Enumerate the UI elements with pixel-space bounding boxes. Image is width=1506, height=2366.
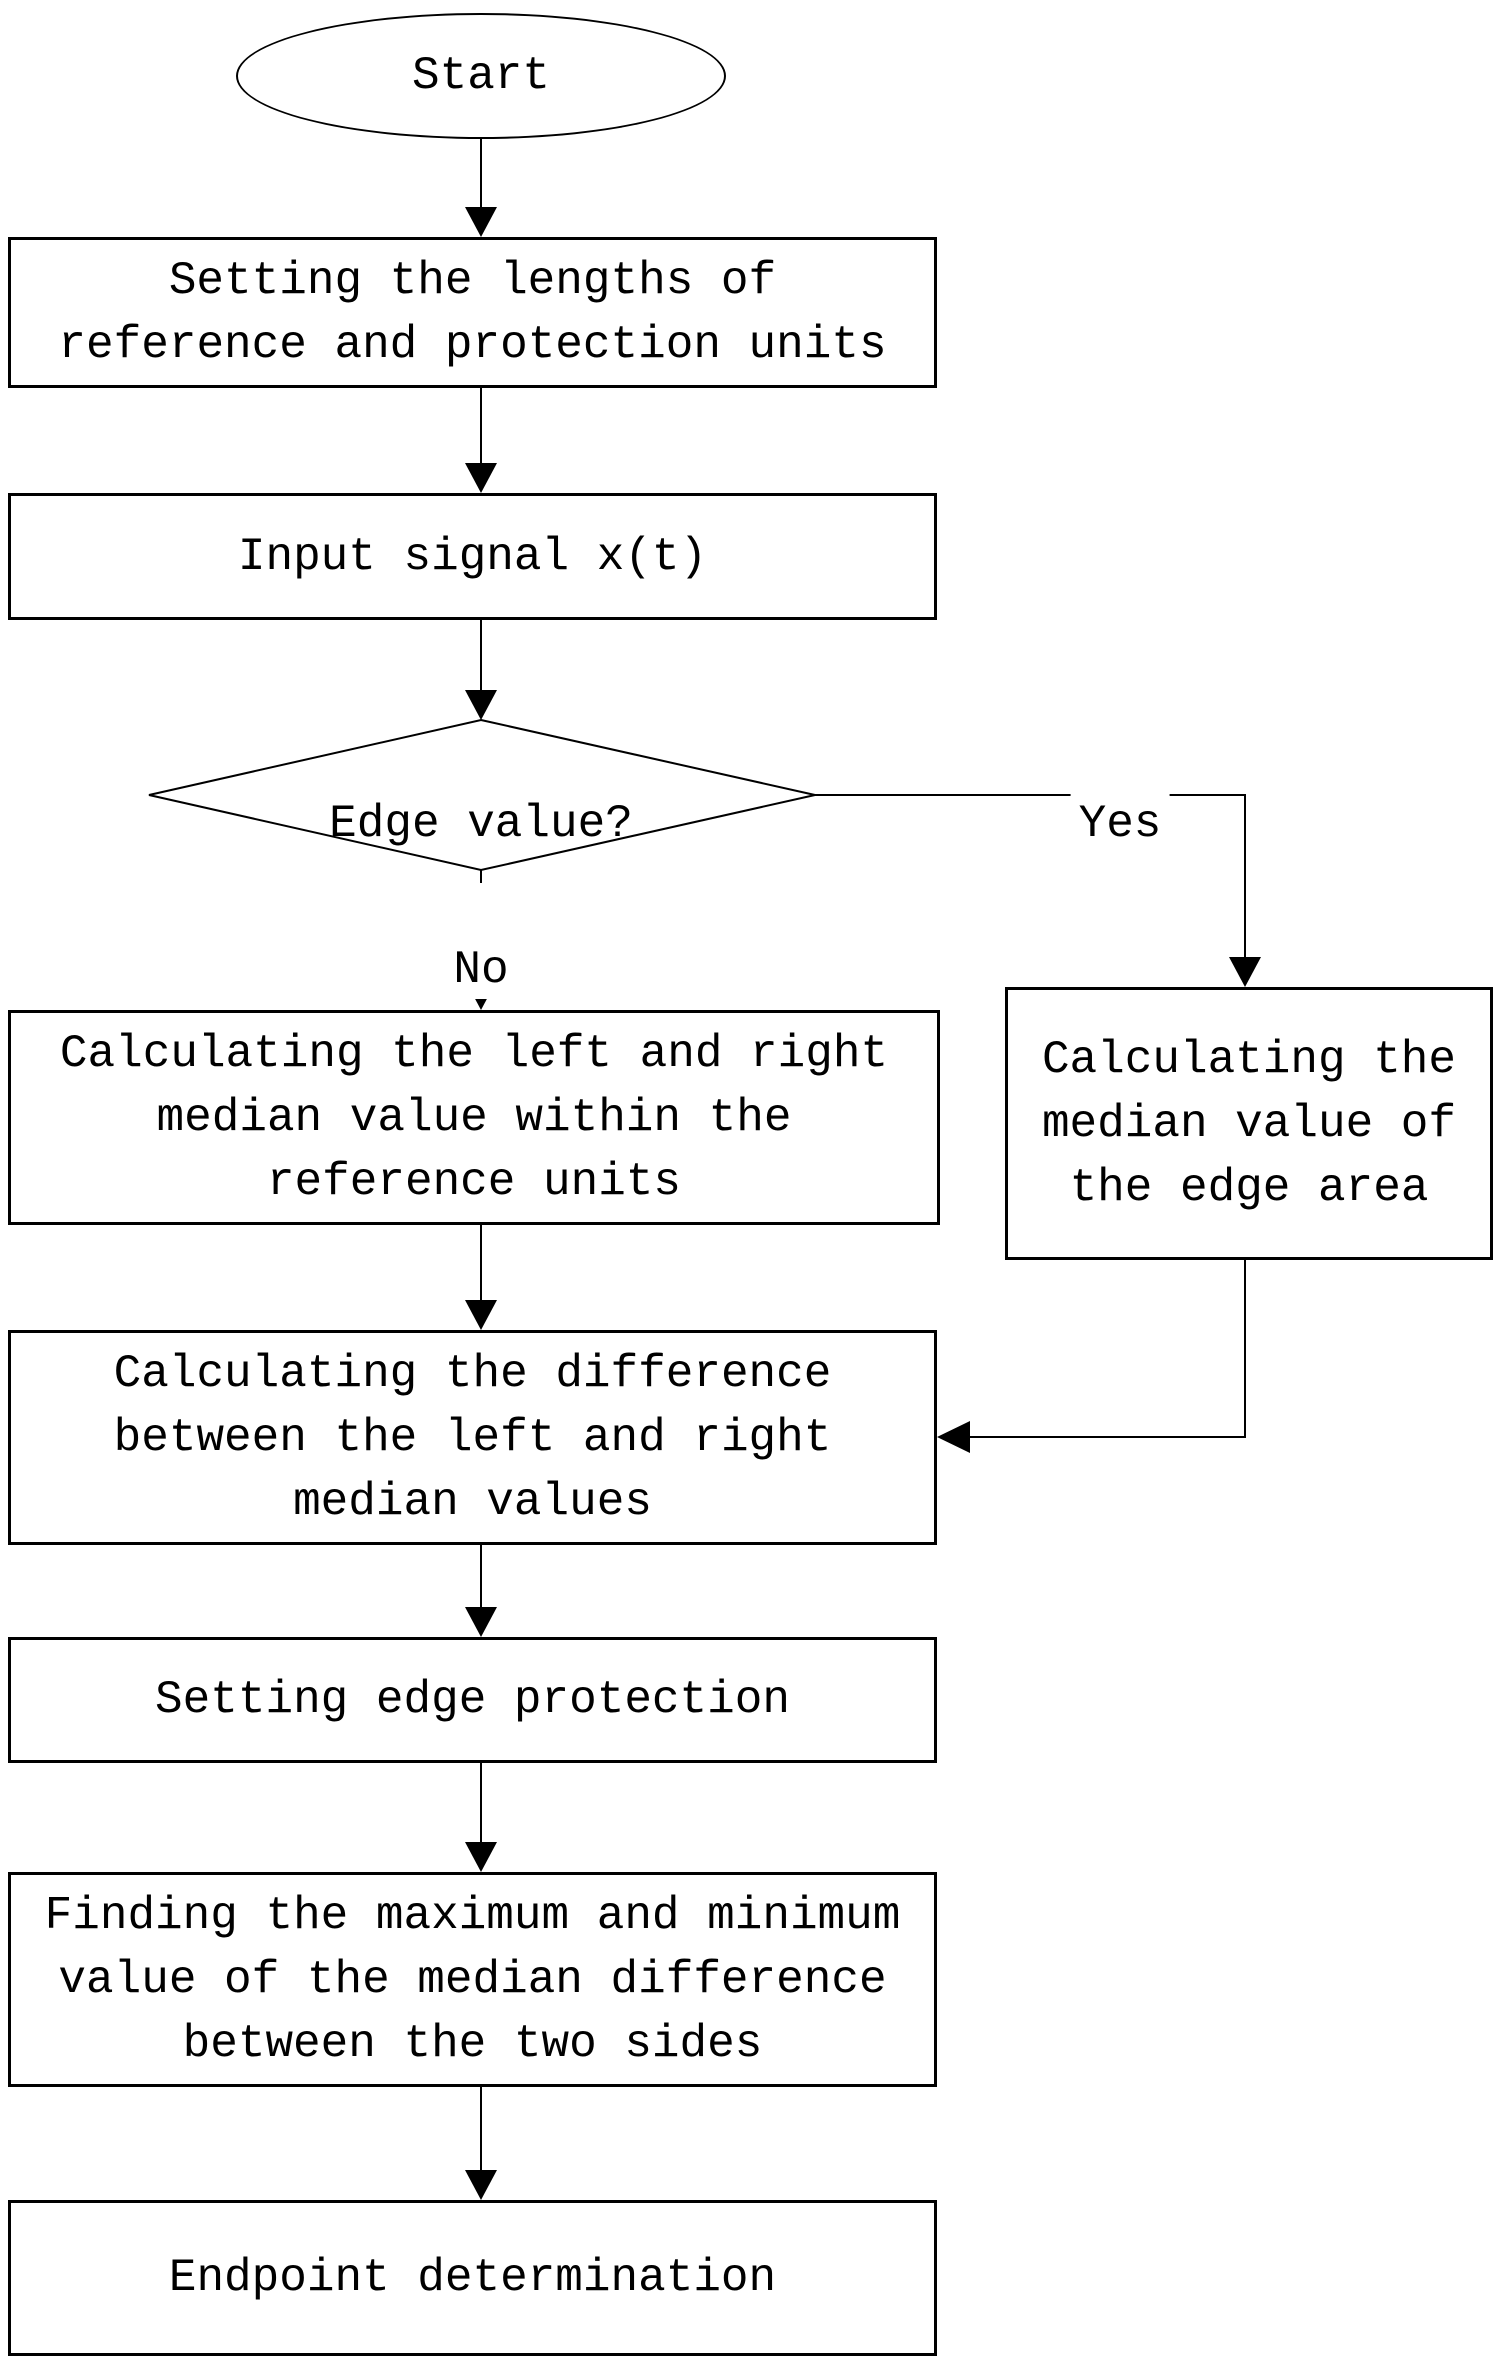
node-input-signal: Input signal x(t) — [8, 493, 937, 620]
edge-input-signal-to-edge-value — [465, 620, 497, 720]
node-find-max-min: Finding the maximum and minimum value of… — [8, 1872, 937, 2087]
node-calc-edge-median-label: Calculating the median value of the edge… — [1041, 1033, 1457, 1214]
node-set-protection: Setting edge protection — [8, 1637, 937, 1763]
edge-yes-to-calc-edge-median — [815, 794, 1261, 987]
node-input-signal-label: Input signal x(t) — [237, 530, 708, 583]
node-calc-difference: Calculating the difference between the l… — [8, 1330, 937, 1545]
node-calc-difference-label: Calculating the difference between the l… — [113, 1347, 832, 1528]
edge-set-protection-to-find-max-min — [465, 1763, 497, 1872]
edge-find-max-min-to-endpoint — [465, 2087, 497, 2200]
node-endpoint: Endpoint determination — [8, 2200, 937, 2356]
edge-label-yes: Yes — [1070, 737, 1170, 853]
node-calc-lr-median: Calculating the left and right median va… — [8, 1010, 940, 1225]
node-set-lengths-label: Setting the lengths of reference and pro… — [58, 254, 887, 371]
node-set-lengths: Setting the lengths of reference and pro… — [8, 237, 937, 388]
node-start: Start — [236, 13, 726, 139]
node-find-max-min-label: Finding the maximum and minimum value of… — [44, 1889, 901, 2070]
node-calc-lr-median-label: Calculating the left and right median va… — [59, 1027, 889, 1208]
edge-set-lengths-to-input-signal — [465, 388, 497, 493]
node-endpoint-label: Endpoint determination — [168, 2252, 777, 2304]
node-edge-value-label: Edge value? — [329, 798, 633, 850]
edge-calc-difference-to-set-protection — [465, 1545, 497, 1637]
node-start-label: Start — [411, 50, 551, 102]
edge-label-no: No — [445, 883, 517, 999]
node-calc-edge-median: Calculating the median value of the edge… — [1005, 987, 1493, 1260]
edge-calc-edge-median-to-calc-difference — [937, 1260, 1246, 1453]
edge-start-to-set-lengths — [465, 139, 497, 237]
edge-calc-lr-median-to-calc-difference — [465, 1225, 497, 1330]
node-set-protection-label: Setting edge protection — [155, 1674, 790, 1726]
